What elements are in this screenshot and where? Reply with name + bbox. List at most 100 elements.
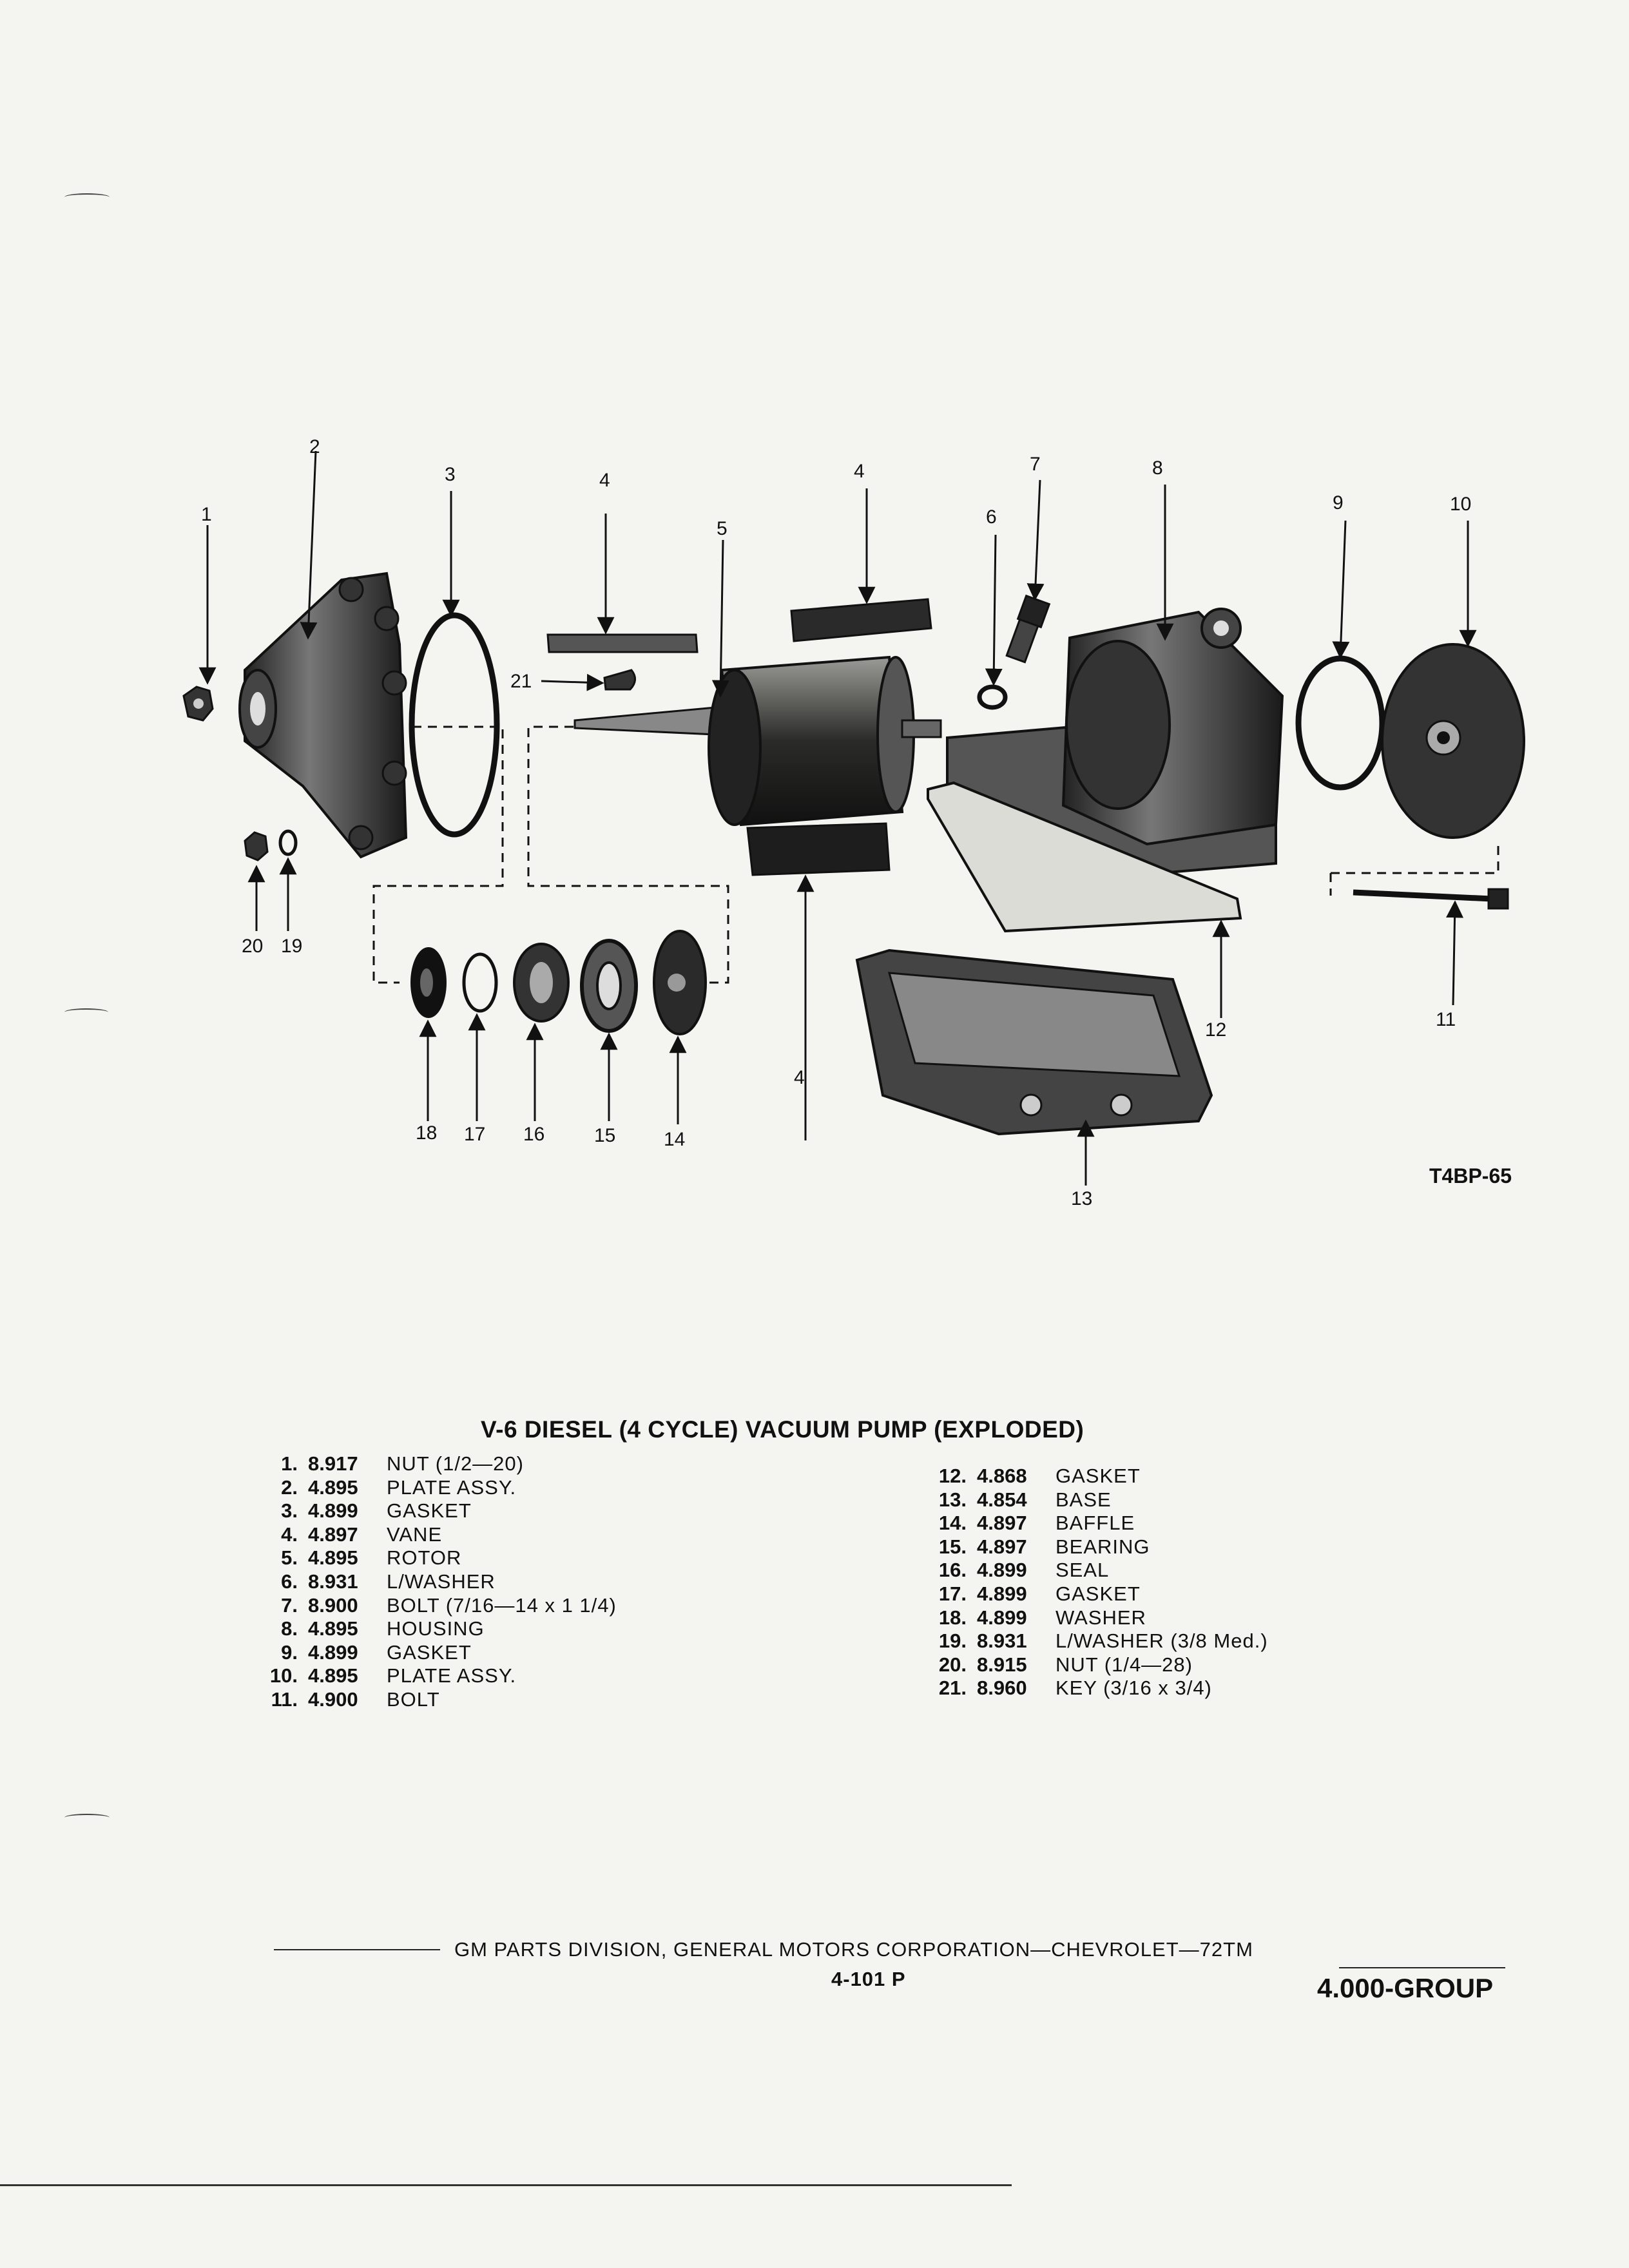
callout-15: 15 — [594, 1125, 615, 1146]
callout-11: 11 — [1436, 1009, 1456, 1030]
part-number: 14. — [938, 1512, 967, 1535]
part-number: 5. — [281, 1546, 298, 1570]
footer-publisher: GM PARTS DIVISION, GENERAL MOTORS CORPOR… — [454, 1938, 1253, 1961]
callout-21: 21 — [510, 671, 532, 692]
punch-mark — [64, 193, 110, 201]
part-number: 16. — [938, 1559, 967, 1582]
part-gasket-12 — [927, 781, 1242, 933]
reference-code: T4BP-65 — [1429, 1164, 1512, 1187]
callout-3: 3 — [445, 464, 456, 485]
callout-13: 13 — [1071, 1188, 1092, 1209]
part-washer-18 — [410, 947, 447, 1018]
part-number: 13. — [938, 1488, 967, 1511]
callout-12: 12 — [1205, 1019, 1226, 1041]
punch-mark — [64, 1008, 108, 1016]
parts-list-row: 21. 8.960 KEY (3/16 x 3/4) — [920, 1677, 1371, 1700]
part-code: 8.917 — [308, 1452, 358, 1475]
footer-rule-right — [1339, 1967, 1505, 1968]
part-plate-assy-2 — [238, 572, 408, 859]
part-rotor-5 — [574, 655, 942, 827]
part-description: KEY (3/16 x 3/4) — [1055, 1677, 1212, 1700]
callout-6: 6 — [986, 506, 997, 528]
part-description: BOLT — [387, 1687, 440, 1711]
callout-17: 17 — [464, 1124, 485, 1145]
part-description: GASKET — [387, 1499, 472, 1523]
callout-2: 2 — [309, 436, 320, 457]
part-number: 15. — [938, 1535, 967, 1558]
part-code: 4.897 — [308, 1523, 358, 1546]
part-number: 4. — [281, 1523, 298, 1546]
part-description: BEARING — [1055, 1535, 1150, 1558]
part-code: 4.895 — [308, 1617, 358, 1640]
part-code: 8.931 — [977, 1629, 1027, 1653]
part-gasket-3 — [409, 612, 500, 838]
callout-19: 19 — [281, 936, 302, 957]
part-gasket-17 — [462, 952, 498, 1013]
part-number: 1. — [281, 1452, 298, 1475]
part-description: ROTOR — [387, 1546, 462, 1570]
part-description: L/WASHER (3/8 Med.) — [1055, 1629, 1268, 1653]
group-label: 4.000-GROUP — [1317, 1973, 1494, 2003]
part-code: 8.960 — [977, 1677, 1027, 1700]
part-lwasher-6 — [977, 684, 1008, 710]
part-vane-4a — [546, 633, 699, 653]
callout-7: 7 — [1030, 454, 1041, 475]
part-code: 4.895 — [308, 1664, 358, 1687]
page-number: 4-101 P — [831, 1968, 906, 1990]
part-description: NUT (1/2—20) — [387, 1452, 524, 1475]
part-description: GASKET — [387, 1640, 472, 1664]
callout-1: 1 — [201, 504, 212, 525]
diagram-caption: V-6 DIESEL (4 CYCLE) VACUUM PUMP (EXPLOD… — [481, 1416, 1084, 1443]
part-code: 4.897 — [977, 1535, 1027, 1558]
callout-8: 8 — [1152, 457, 1163, 479]
parts-list-row: 1. 8.917 NUT (1/2—20) — [251, 1452, 702, 1476]
part-number: 3. — [281, 1499, 298, 1523]
exploded-diagram: 1 2 3 4 4 4 5 6 7 8 9 10 11 12 13 14 15 … — [182, 436, 1525, 1209]
parts-list-row: 19. 8.931 L/WASHER (3/8 Med.) — [920, 1629, 1371, 1653]
part-number: 9. — [281, 1640, 298, 1664]
callout-4a: 4 — [599, 470, 610, 491]
part-description: PLATE ASSY. — [387, 1664, 517, 1687]
part-number: 2. — [281, 1475, 298, 1499]
part-gasket-9 — [1295, 655, 1385, 791]
part-key-21 — [603, 669, 636, 691]
part-code: 4.854 — [977, 1488, 1027, 1511]
leader-lines — [198, 450, 1477, 1186]
callout-5: 5 — [717, 518, 728, 539]
part-code: 4.899 — [308, 1499, 358, 1523]
callout-14: 14 — [664, 1129, 685, 1150]
part-description: L/WASHER — [387, 1570, 496, 1593]
callout-4b: 4 — [854, 461, 865, 482]
callout-10: 10 — [1450, 494, 1471, 515]
part-description: BOLT (7/16—14 x 1 1/4) — [387, 1593, 617, 1617]
part-code: 8.915 — [977, 1653, 1027, 1676]
part-number: 21. — [938, 1677, 967, 1700]
part-number: 8. — [281, 1617, 298, 1640]
punch-mark — [64, 1814, 110, 1821]
part-code: 4.899 — [977, 1606, 1027, 1629]
part-baffle-14 — [653, 930, 707, 1035]
part-number: 12. — [938, 1465, 967, 1487]
part-bolt-11 — [1353, 888, 1509, 910]
footer-rule-left — [274, 1949, 440, 1950]
part-description: HOUSING — [387, 1617, 485, 1640]
part-nut-1 — [182, 686, 214, 722]
part-number: 19. — [938, 1629, 967, 1653]
part-vane-4b — [790, 598, 932, 642]
part-code: 4.895 — [308, 1475, 358, 1499]
part-code: 4.897 — [977, 1512, 1027, 1535]
parts-list-row: 8. 4.895 HOUSING — [251, 1617, 702, 1641]
part-nut-20 — [244, 831, 269, 861]
part-seal-16 — [513, 943, 570, 1023]
part-description: NUT (1/4—28) — [1055, 1653, 1193, 1676]
part-number: 10. — [269, 1664, 298, 1687]
